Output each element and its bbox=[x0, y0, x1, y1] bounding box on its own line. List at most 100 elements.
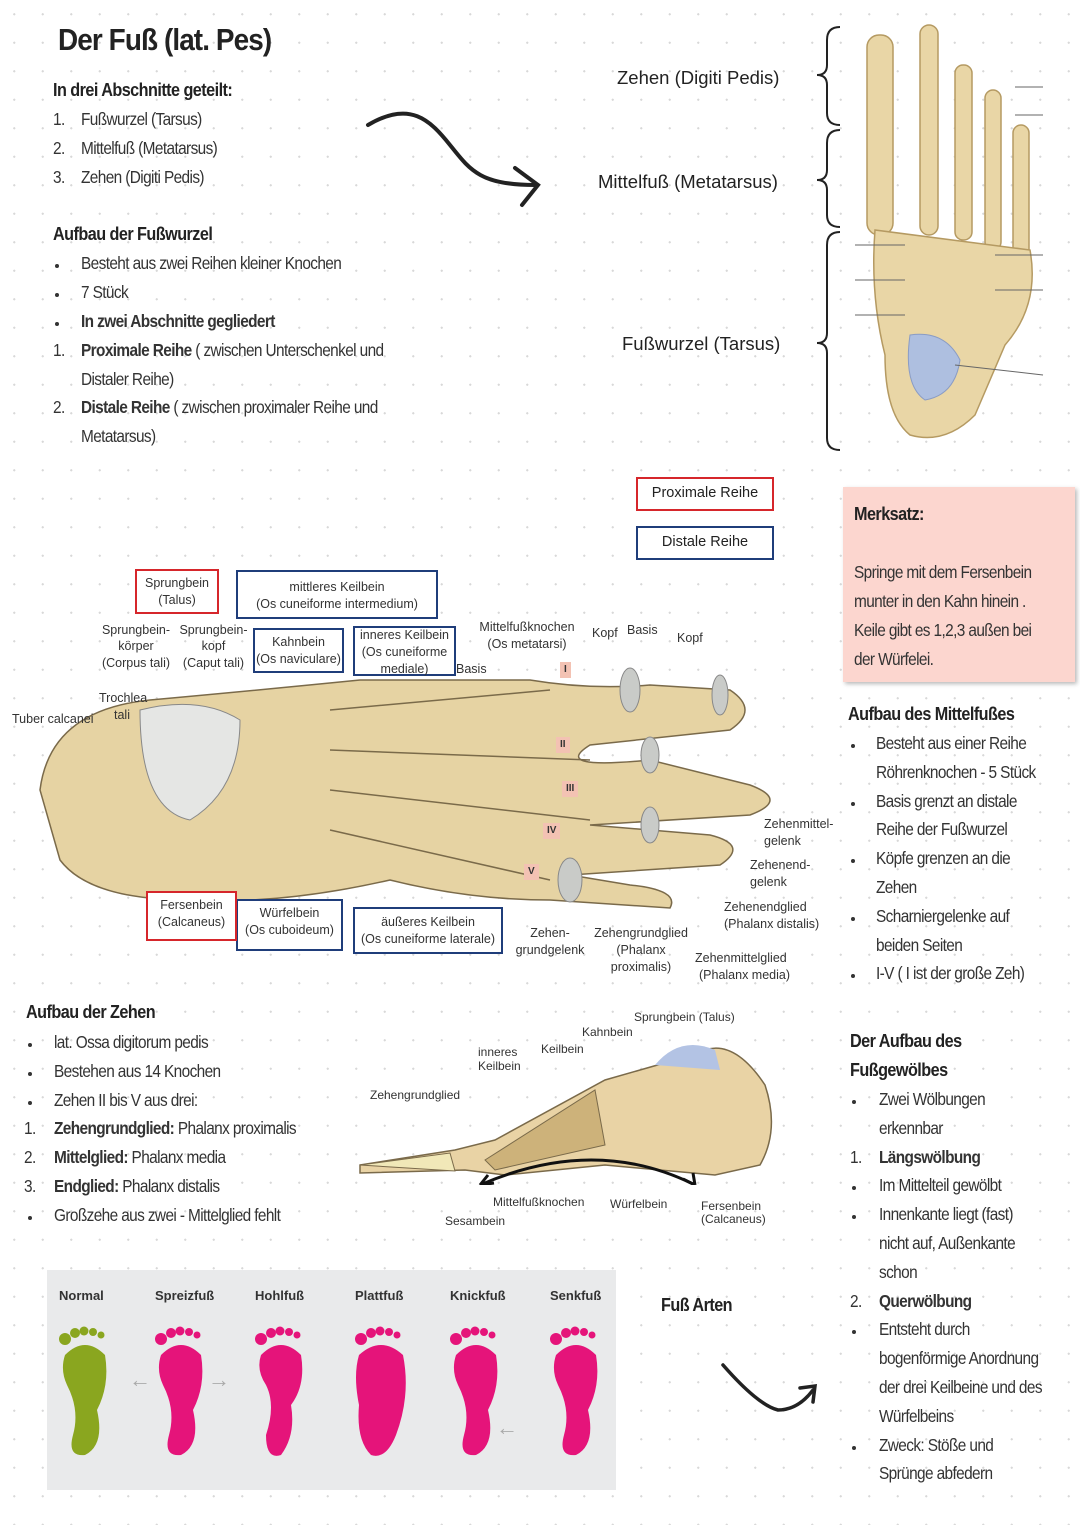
midfoot-line: Besteht aus einer Reihe bbox=[876, 733, 1027, 753]
item-text: Phalanx proximalis bbox=[174, 1118, 297, 1138]
label: Tuber calcanei bbox=[12, 712, 94, 726]
label-box-cuboid bbox=[236, 899, 343, 951]
toes-line: Zehen II bis V aus drei: bbox=[54, 1090, 198, 1110]
bullet bbox=[55, 264, 59, 268]
foot-print-icon bbox=[251, 1325, 313, 1470]
label-talus-latin: (Talus) bbox=[158, 593, 196, 607]
foot-type-label: Senkfuß bbox=[550, 1288, 602, 1303]
arch-line: bogenförmige Anordnung bbox=[879, 1348, 1039, 1369]
toes-heading: Aufbau der Zehen bbox=[26, 1002, 156, 1022]
bullet bbox=[851, 801, 855, 806]
item-bold: Zehengrundglied: bbox=[54, 1118, 175, 1138]
roman-numeral: IV bbox=[543, 823, 561, 839]
proximal-row-item: Proximale Reihe ( zwischen Unterschenkel… bbox=[81, 340, 384, 361]
bullet bbox=[28, 1216, 32, 1220]
label: Sprungbein- bbox=[179, 623, 248, 637]
arch-line: Sprünge abfedern bbox=[879, 1463, 993, 1484]
label: (Os cuneiforme bbox=[361, 645, 448, 659]
tarsus-bullet: 7 Stück bbox=[81, 282, 129, 302]
label: gelenk bbox=[750, 875, 787, 889]
label-talus: Sprungbein bbox=[145, 576, 209, 590]
label-box-calcaneus bbox=[146, 891, 237, 941]
bullet bbox=[852, 1330, 856, 1335]
distal-row-item: Distale Reihe ( zwischen proximaler Reih… bbox=[81, 397, 378, 418]
bullet bbox=[852, 1445, 856, 1450]
label: grundgelenk bbox=[515, 943, 585, 957]
mnemonic-line: Springe mit dem Fersenbein bbox=[854, 562, 1032, 582]
mnemonic-line: munter in den Kahn hinein . bbox=[854, 591, 1026, 611]
label-navicular-latin: (Os naviculare) bbox=[256, 652, 341, 666]
bullet bbox=[851, 859, 855, 864]
label: Mittelfußknochen bbox=[493, 1195, 585, 1209]
arrow-icon: ← bbox=[496, 1415, 518, 1440]
label: Trochlea bbox=[99, 691, 148, 705]
arch-heading: Der Aufbau des bbox=[850, 1031, 962, 1051]
midfoot-line: I-V ( I ist der große Zeh) bbox=[876, 963, 1025, 984]
toes-line: Bestehen aus 14 Knochen bbox=[54, 1061, 221, 1081]
toes-line: Zehengrundglied: Phalanx proximalis bbox=[54, 1118, 297, 1139]
item-text: Phalanx distalis bbox=[118, 1176, 220, 1196]
bullet bbox=[851, 744, 855, 748]
label: Basis bbox=[456, 662, 487, 676]
foot-print-icon bbox=[151, 1325, 213, 1470]
item-text: Metatarsus) bbox=[81, 426, 156, 446]
label-metatarsus: Mittelfuß (Metatarsus) bbox=[598, 171, 778, 192]
foot-print-icon bbox=[546, 1325, 608, 1470]
foot-print-icon bbox=[351, 1325, 413, 1470]
bullet bbox=[28, 1101, 32, 1105]
intro-item-num: 2. bbox=[53, 138, 65, 158]
label: Kopf bbox=[677, 631, 703, 645]
label: (Calcaneus) bbox=[157, 915, 226, 929]
midfoot-line: Reihe der Fußwurzel bbox=[876, 819, 1008, 840]
label-box-navicular bbox=[253, 628, 344, 673]
label: Zehenmittelglied bbox=[695, 951, 787, 965]
tarsus-bullet: Besteht aus zwei Reihen kleiner Knochen bbox=[81, 253, 342, 273]
intro-item: Mittelfuß (Metatarsus) bbox=[81, 138, 218, 158]
foot-arch-illustration bbox=[359, 1045, 773, 1185]
label: (Phalanx bbox=[616, 943, 666, 957]
toes-line: Mittelglied: Phalanx media bbox=[54, 1147, 226, 1168]
item-text: ( zwischen proximaler Reihe und bbox=[173, 397, 378, 417]
foot-print-icon bbox=[446, 1325, 508, 1470]
foot-side-illustration bbox=[39, 667, 771, 909]
label: (Phalanx media) bbox=[699, 968, 791, 982]
label: Sprungbein- bbox=[101, 623, 171, 637]
label-navicular: Kahnbein bbox=[272, 635, 325, 649]
arch-heading: Fußgewölbes bbox=[850, 1060, 948, 1080]
bullet bbox=[55, 322, 59, 326]
arch-line: nicht auf, Außenkante bbox=[879, 1233, 1016, 1253]
label: Zehenend- bbox=[750, 858, 811, 872]
item-text: Distaler Reihe) bbox=[81, 369, 174, 389]
midfoot-heading: Aufbau des Mittelfußes bbox=[848, 704, 1015, 724]
label: Sprungbein (Talus) bbox=[634, 1010, 735, 1024]
label: Zehengrundglied bbox=[370, 1088, 461, 1102]
toes-line: Endglied: Phalanx distalis bbox=[54, 1176, 220, 1197]
arch-line: Querwölbung bbox=[879, 1290, 972, 1311]
label: Fersenbein bbox=[701, 1199, 762, 1213]
label: kopf bbox=[201, 639, 226, 653]
foot-type-label: Spreizfuß bbox=[155, 1288, 215, 1303]
arch-line: Zwei Wölbungen bbox=[879, 1089, 986, 1109]
label: (Calcaneus) bbox=[701, 1212, 766, 1226]
label: mediale) bbox=[380, 662, 429, 676]
intro-item: Zehen (Digiti Pedis) bbox=[81, 167, 205, 187]
arch-line: Im Mittelteil gewölbt bbox=[879, 1175, 1002, 1196]
intro-item-num: 1. bbox=[53, 109, 65, 129]
foot-type-label: Plattfuß bbox=[355, 1288, 404, 1303]
label: (Os cuboideum) bbox=[245, 923, 334, 937]
foot-types-heading: Fuß Arten bbox=[661, 1295, 733, 1315]
arch-line: erkennbar bbox=[879, 1117, 943, 1138]
foot-type-label: Normal bbox=[59, 1288, 104, 1303]
label-box-talus bbox=[135, 569, 219, 614]
label: (Phalanx distalis) bbox=[724, 917, 820, 931]
midfoot-line: Köpfe grenzen an die bbox=[876, 848, 1011, 869]
arrow-icon bbox=[366, 111, 541, 207]
bullet bbox=[28, 1072, 32, 1076]
foot-type-label: Hohlfuß bbox=[255, 1288, 305, 1303]
midfoot-line: Zehen bbox=[876, 877, 917, 897]
label-box-medial-cuneiform bbox=[353, 626, 456, 676]
bullet bbox=[851, 916, 855, 921]
label: Mittelfußknochen bbox=[479, 620, 575, 634]
roman-numeral: I bbox=[560, 662, 571, 678]
midfoot-line: Röhrenknochen - 5 Stück bbox=[876, 761, 1036, 782]
